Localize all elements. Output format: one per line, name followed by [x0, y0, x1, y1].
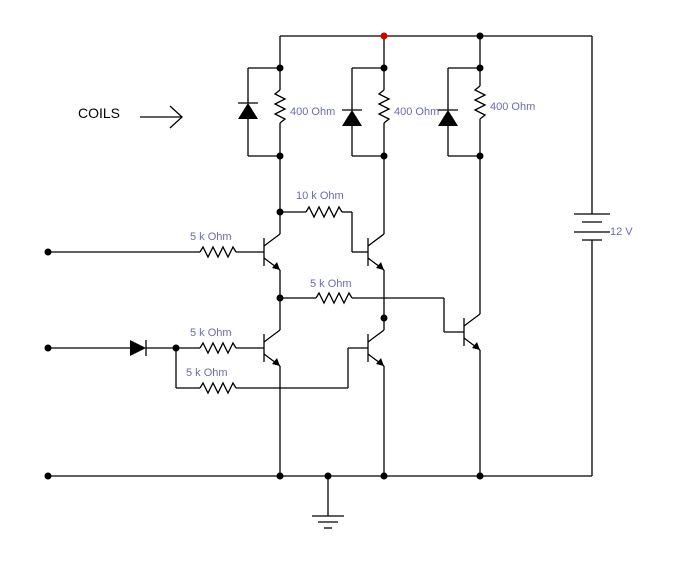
coil2-diode — [342, 67, 384, 157]
transistor-q3 — [263, 298, 281, 476]
feedback-mid-resistor — [280, 291, 464, 333]
coil3-resistor-label: 400 Ohm — [490, 101, 535, 113]
coil2-resistor — [377, 68, 391, 156]
q4-base-resistor — [175, 347, 368, 395]
input1-wire — [48, 245, 264, 259]
coil1-diode — [238, 67, 280, 157]
q3-base-resistor — [176, 341, 264, 355]
q1-base-resistor-label: 5 k Ohm — [190, 231, 232, 243]
feedback-10k-resistor — [280, 205, 368, 253]
junction-dots — [44, 32, 484, 480]
battery-12v — [574, 212, 610, 242]
battery-label: 12 V — [610, 226, 633, 238]
feedback-mid-label: 5 k Ohm — [310, 278, 352, 290]
input-diode-icon — [130, 340, 146, 356]
transistor-q2 — [367, 156, 385, 318]
q4-base-resistor-label: 5 k Ohm — [186, 367, 228, 379]
coil3-diode — [438, 67, 480, 157]
input2-wire — [48, 340, 176, 356]
highlight-node — [380, 32, 388, 40]
coils-label: COILS — [78, 105, 120, 121]
coil1-resistor-label: 400 Ohm — [290, 106, 335, 118]
coil1-resistor — [273, 68, 287, 156]
coils-arrow-icon — [140, 105, 183, 129]
coil2-resistor-label: 400 Ohm — [394, 106, 439, 118]
coil3-resistor — [473, 68, 487, 156]
transistor-q1 — [263, 212, 281, 298]
ground-icon — [312, 476, 344, 529]
transistor-q4 — [367, 318, 385, 476]
transistor-q5 — [463, 156, 481, 476]
q3-base-resistor-label: 5 k Ohm — [190, 327, 232, 339]
feedback-10k-label: 10 k Ohm — [296, 190, 344, 202]
